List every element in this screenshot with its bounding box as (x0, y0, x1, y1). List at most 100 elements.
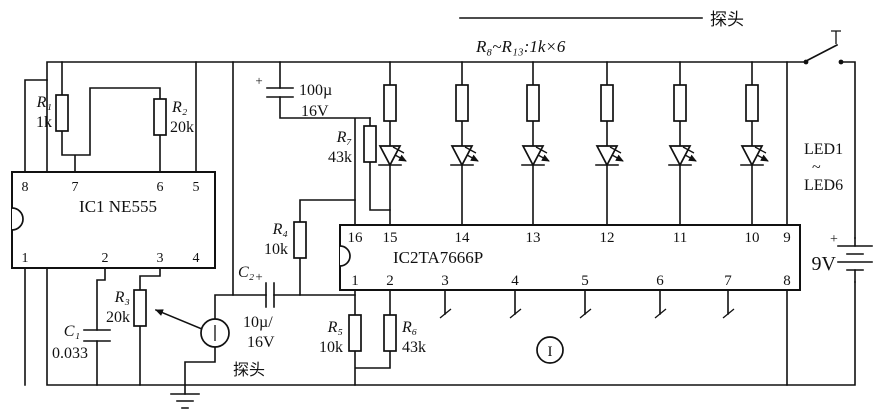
r5-value-label: 10k (319, 339, 343, 356)
r4-value-label: 10k (264, 241, 288, 258)
supply-rails (46, 61, 856, 386)
ic2-pin-12: 12 (600, 230, 615, 246)
c3-value-label-1: 100µ (299, 82, 332, 99)
c3-value-label-2: 16V (301, 103, 329, 120)
led-range-label-mid: ~ (812, 159, 821, 176)
meter-label: I (548, 344, 553, 360)
battery-9v (837, 237, 873, 283)
c2-value-label-1: 10µ/ (243, 314, 273, 331)
resistor-r10 (526, 84, 540, 122)
resistor-r6 (383, 314, 397, 352)
ic2-pin-2: 2 (386, 273, 394, 289)
ic2-label: IC2TA7666P (393, 248, 483, 267)
ic2-pin-14: 14 (455, 230, 471, 246)
battery-polarity-label: + (830, 232, 838, 247)
ic2-pin-15: 15 (383, 230, 398, 246)
capacitor-c3 (266, 87, 294, 98)
ic1-pin-4: 4 (193, 251, 200, 266)
battery-long-plates-icon (837, 245, 873, 263)
ic2-open-stubs (439, 289, 735, 319)
c1-ref-label: C₁ (64, 323, 80, 340)
resistor-r4 (293, 221, 307, 259)
ic1-pin-1: 1 (22, 251, 29, 266)
ic2-pin-16: 16 (348, 230, 364, 246)
ic1-pin-5: 5 (193, 180, 200, 195)
led-column-6 (740, 61, 768, 226)
ic2-pin-13: 13 (526, 230, 541, 246)
probe-top-label: 探头 (710, 10, 744, 29)
resistor-r11 (600, 84, 614, 122)
c3-polarity-label: + (255, 73, 262, 88)
resistor-r12 (673, 84, 687, 122)
led-column-2 (450, 61, 478, 226)
r1-ref-label: R₁ (36, 94, 52, 111)
switch-contact-icon (803, 59, 809, 65)
ic2-pin-1: 1 (351, 273, 359, 289)
resistor-r13 (745, 84, 759, 122)
ic-notch-icon (11, 207, 24, 231)
ic1-pin-8: 8 (22, 180, 29, 195)
resistor-bank-label: R₈~R₁₃:1k×6 (475, 37, 566, 56)
c2-value-label-2: 16V (247, 334, 275, 351)
bus-wires (279, 61, 788, 386)
c2-polarity-label: + (255, 269, 262, 284)
probe-section-wires (154, 294, 356, 409)
resistor-r3 (133, 289, 147, 327)
ic2-pin-9: 9 (783, 230, 791, 246)
switch-lever-icon (806, 43, 839, 62)
ic2-pin-11: 11 (673, 230, 687, 246)
timer-section-wires (24, 61, 234, 386)
c1-value-label: 0.033 (52, 345, 88, 362)
resistor-r7 (363, 125, 377, 163)
r6-ref-label: R₆ (401, 319, 417, 336)
ic1-pin-3: 3 (157, 251, 164, 266)
capacitor-c1 (83, 329, 111, 342)
r1-value-label: 1k (36, 114, 52, 131)
battery-value-label: 9V (812, 253, 837, 275)
r6-value-label: 43k (402, 339, 426, 356)
switch-contact-icon (838, 59, 844, 65)
resistor-r9 (455, 84, 469, 122)
ic2-pin-6: 6 (656, 273, 664, 289)
ic1-label: IC1 NE555 (79, 197, 157, 216)
meter-circle-icon (536, 336, 564, 364)
r3-value-label: 20k (106, 309, 130, 326)
r3-ref-label: R₃ (114, 289, 130, 306)
r7-ref-label: R₇ (336, 129, 353, 146)
r5-ref-label: R₅ (327, 319, 343, 336)
led-column-1 (378, 61, 406, 226)
r7-value-label: 43k (328, 149, 352, 166)
ic2-pin-5: 5 (581, 273, 589, 289)
battery-short-plates-icon (846, 253, 864, 271)
ic2-pin-8: 8 (783, 273, 791, 289)
r2-ref-label: R₂ (171, 99, 188, 116)
power-switch (803, 30, 844, 65)
led-column-4 (595, 61, 623, 226)
led-column-5 (668, 61, 696, 226)
capacitor-c2 (265, 282, 275, 308)
ic-notch-icon (339, 245, 351, 267)
resistor-r8 (383, 84, 397, 122)
led-range-label-top: LED1 (804, 141, 843, 158)
r4-ref-label: R₄ (272, 221, 288, 238)
ic1-pin-6: 6 (157, 180, 164, 195)
ic2-pin-7: 7 (724, 273, 732, 289)
c2-ref-label: C₂ (238, 264, 255, 281)
r2-value-label: 20k (170, 119, 194, 136)
resistor-r5 (348, 314, 362, 352)
ic2-pin-3: 3 (441, 273, 449, 289)
ic1-pin-7: 7 (72, 180, 79, 195)
ic2-pin-4: 4 (511, 273, 519, 289)
resistor-r2 (153, 98, 167, 136)
wiper-arrow-icon (154, 308, 204, 331)
probe-bottom-label: 探头 (233, 361, 265, 379)
ic2-pin-10: 10 (745, 230, 760, 246)
led-column-3 (521, 61, 549, 226)
ic1-ne555 (11, 171, 216, 269)
led-range-label-bottom: LED6 (804, 177, 843, 194)
ic2-ta7666p (339, 224, 801, 291)
ground-icon (170, 393, 200, 409)
resistor-r1 (55, 94, 69, 132)
